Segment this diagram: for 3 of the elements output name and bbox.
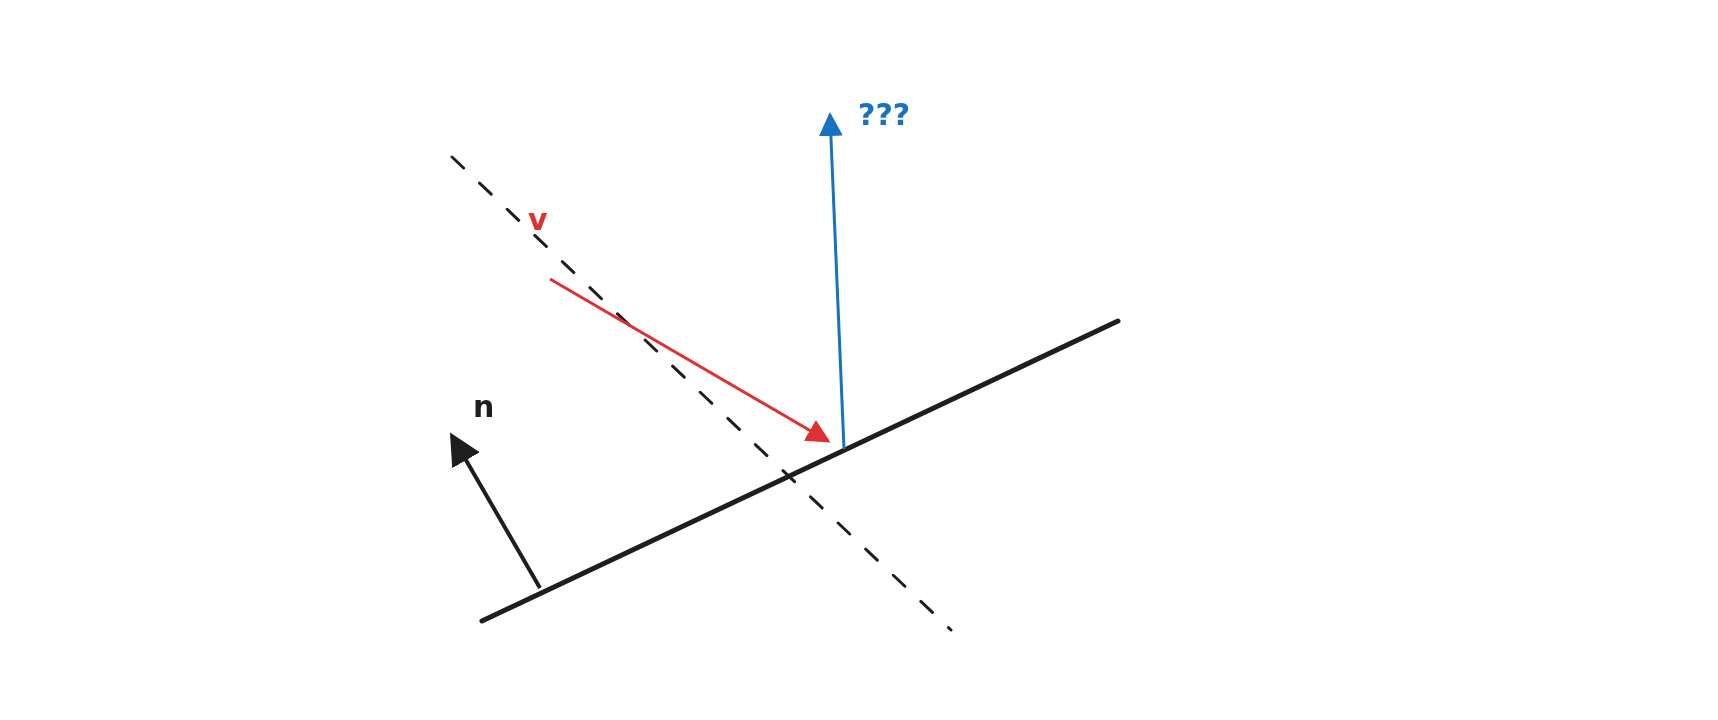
vector-label: ??? [858,100,911,130]
vector-label: n [473,392,495,422]
vector-label: v [528,205,548,235]
